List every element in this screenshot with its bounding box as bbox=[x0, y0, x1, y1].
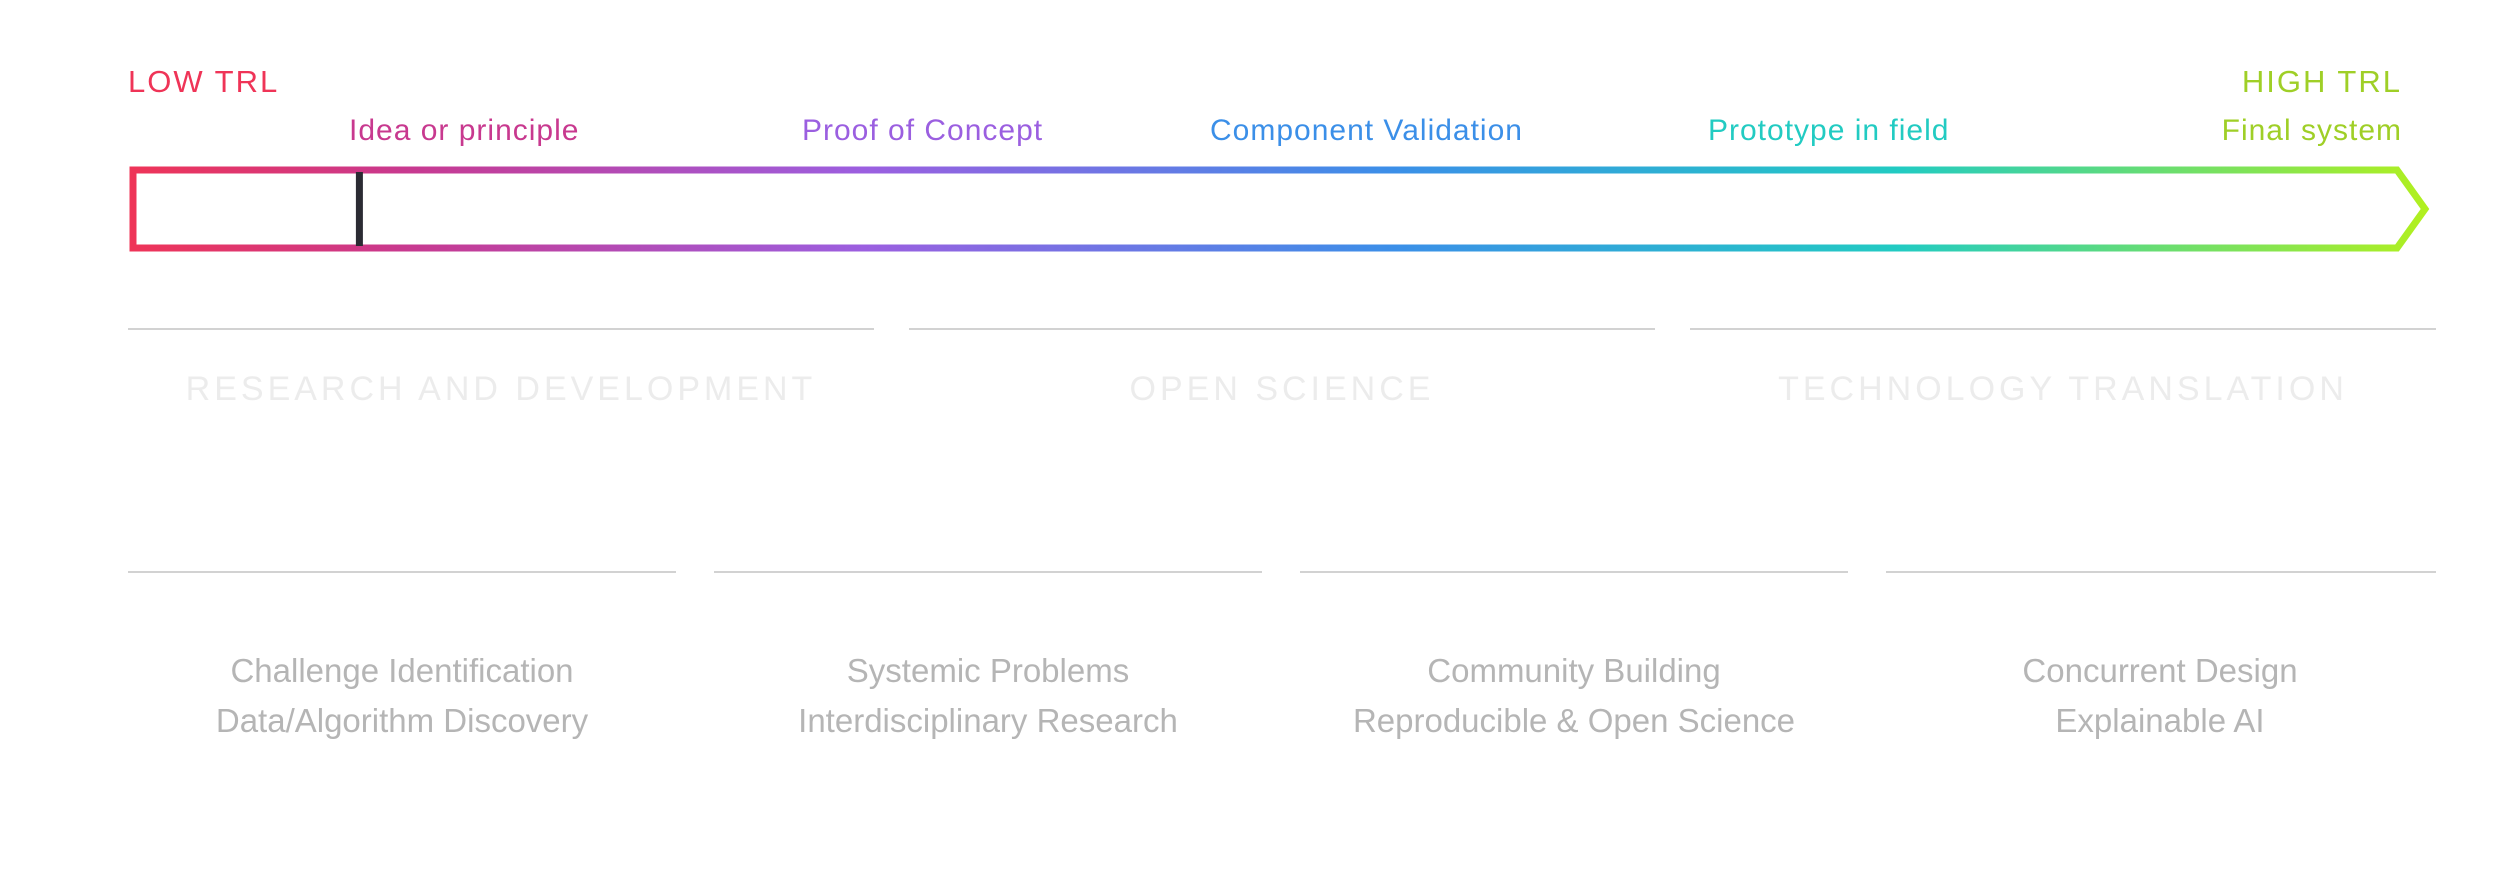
activity-line: Systemic Problems bbox=[846, 652, 1130, 689]
activity-block-2: Systemic Problems Interdisciplinary Rese… bbox=[714, 646, 1262, 746]
activity-divider-3 bbox=[1300, 571, 1848, 573]
low-trl-label: LOW TRL bbox=[128, 64, 280, 99]
stage-label-prototype: Prototype in field bbox=[1708, 114, 1950, 147]
category-divider-tech-translation bbox=[1690, 328, 2436, 330]
activity-divider-4 bbox=[1886, 571, 2436, 573]
category-research-development: RESEARCH AND DEVELOPMENT bbox=[185, 370, 817, 408]
category-technology-translation: TECHNOLOGY TRANSLATION bbox=[1778, 370, 2348, 408]
activity-block-1: Challenge Identification Data/Algorithm … bbox=[128, 646, 676, 746]
category-open-science: OPEN SCIENCE bbox=[1129, 370, 1435, 408]
activity-line: Explainable AI bbox=[2055, 702, 2265, 739]
activity-line: Community Building bbox=[1427, 652, 1721, 689]
activity-line: Challenge Identification bbox=[230, 652, 574, 689]
category-divider-rd bbox=[128, 328, 874, 330]
stage-label-proof-of-concept: Proof of Concept bbox=[802, 114, 1044, 147]
activity-divider-1 bbox=[128, 571, 676, 573]
stage-label-final-system: Final system bbox=[2221, 114, 2402, 147]
activity-line: Data/Algorithm Discovery bbox=[215, 702, 589, 739]
stage-label-component-validation: Component Validation bbox=[1210, 114, 1523, 147]
activity-line: Concurrent Design bbox=[2022, 652, 2298, 689]
activity-block-4: Concurrent Design Explainable AI bbox=[1886, 646, 2434, 746]
activity-divider-2 bbox=[714, 571, 1262, 573]
high-trl-label: HIGH TRL bbox=[2241, 64, 2402, 99]
trl-arrow-outline bbox=[129, 166, 2430, 252]
activity-block-3: Community Building Reproducible & Open S… bbox=[1300, 646, 1848, 746]
stage-label-idea: Idea or principle bbox=[349, 114, 580, 147]
category-divider-open-science bbox=[909, 328, 1655, 330]
activity-line: Reproducible & Open Science bbox=[1352, 702, 1796, 739]
activity-line: Interdisciplinary Research bbox=[798, 702, 1178, 739]
